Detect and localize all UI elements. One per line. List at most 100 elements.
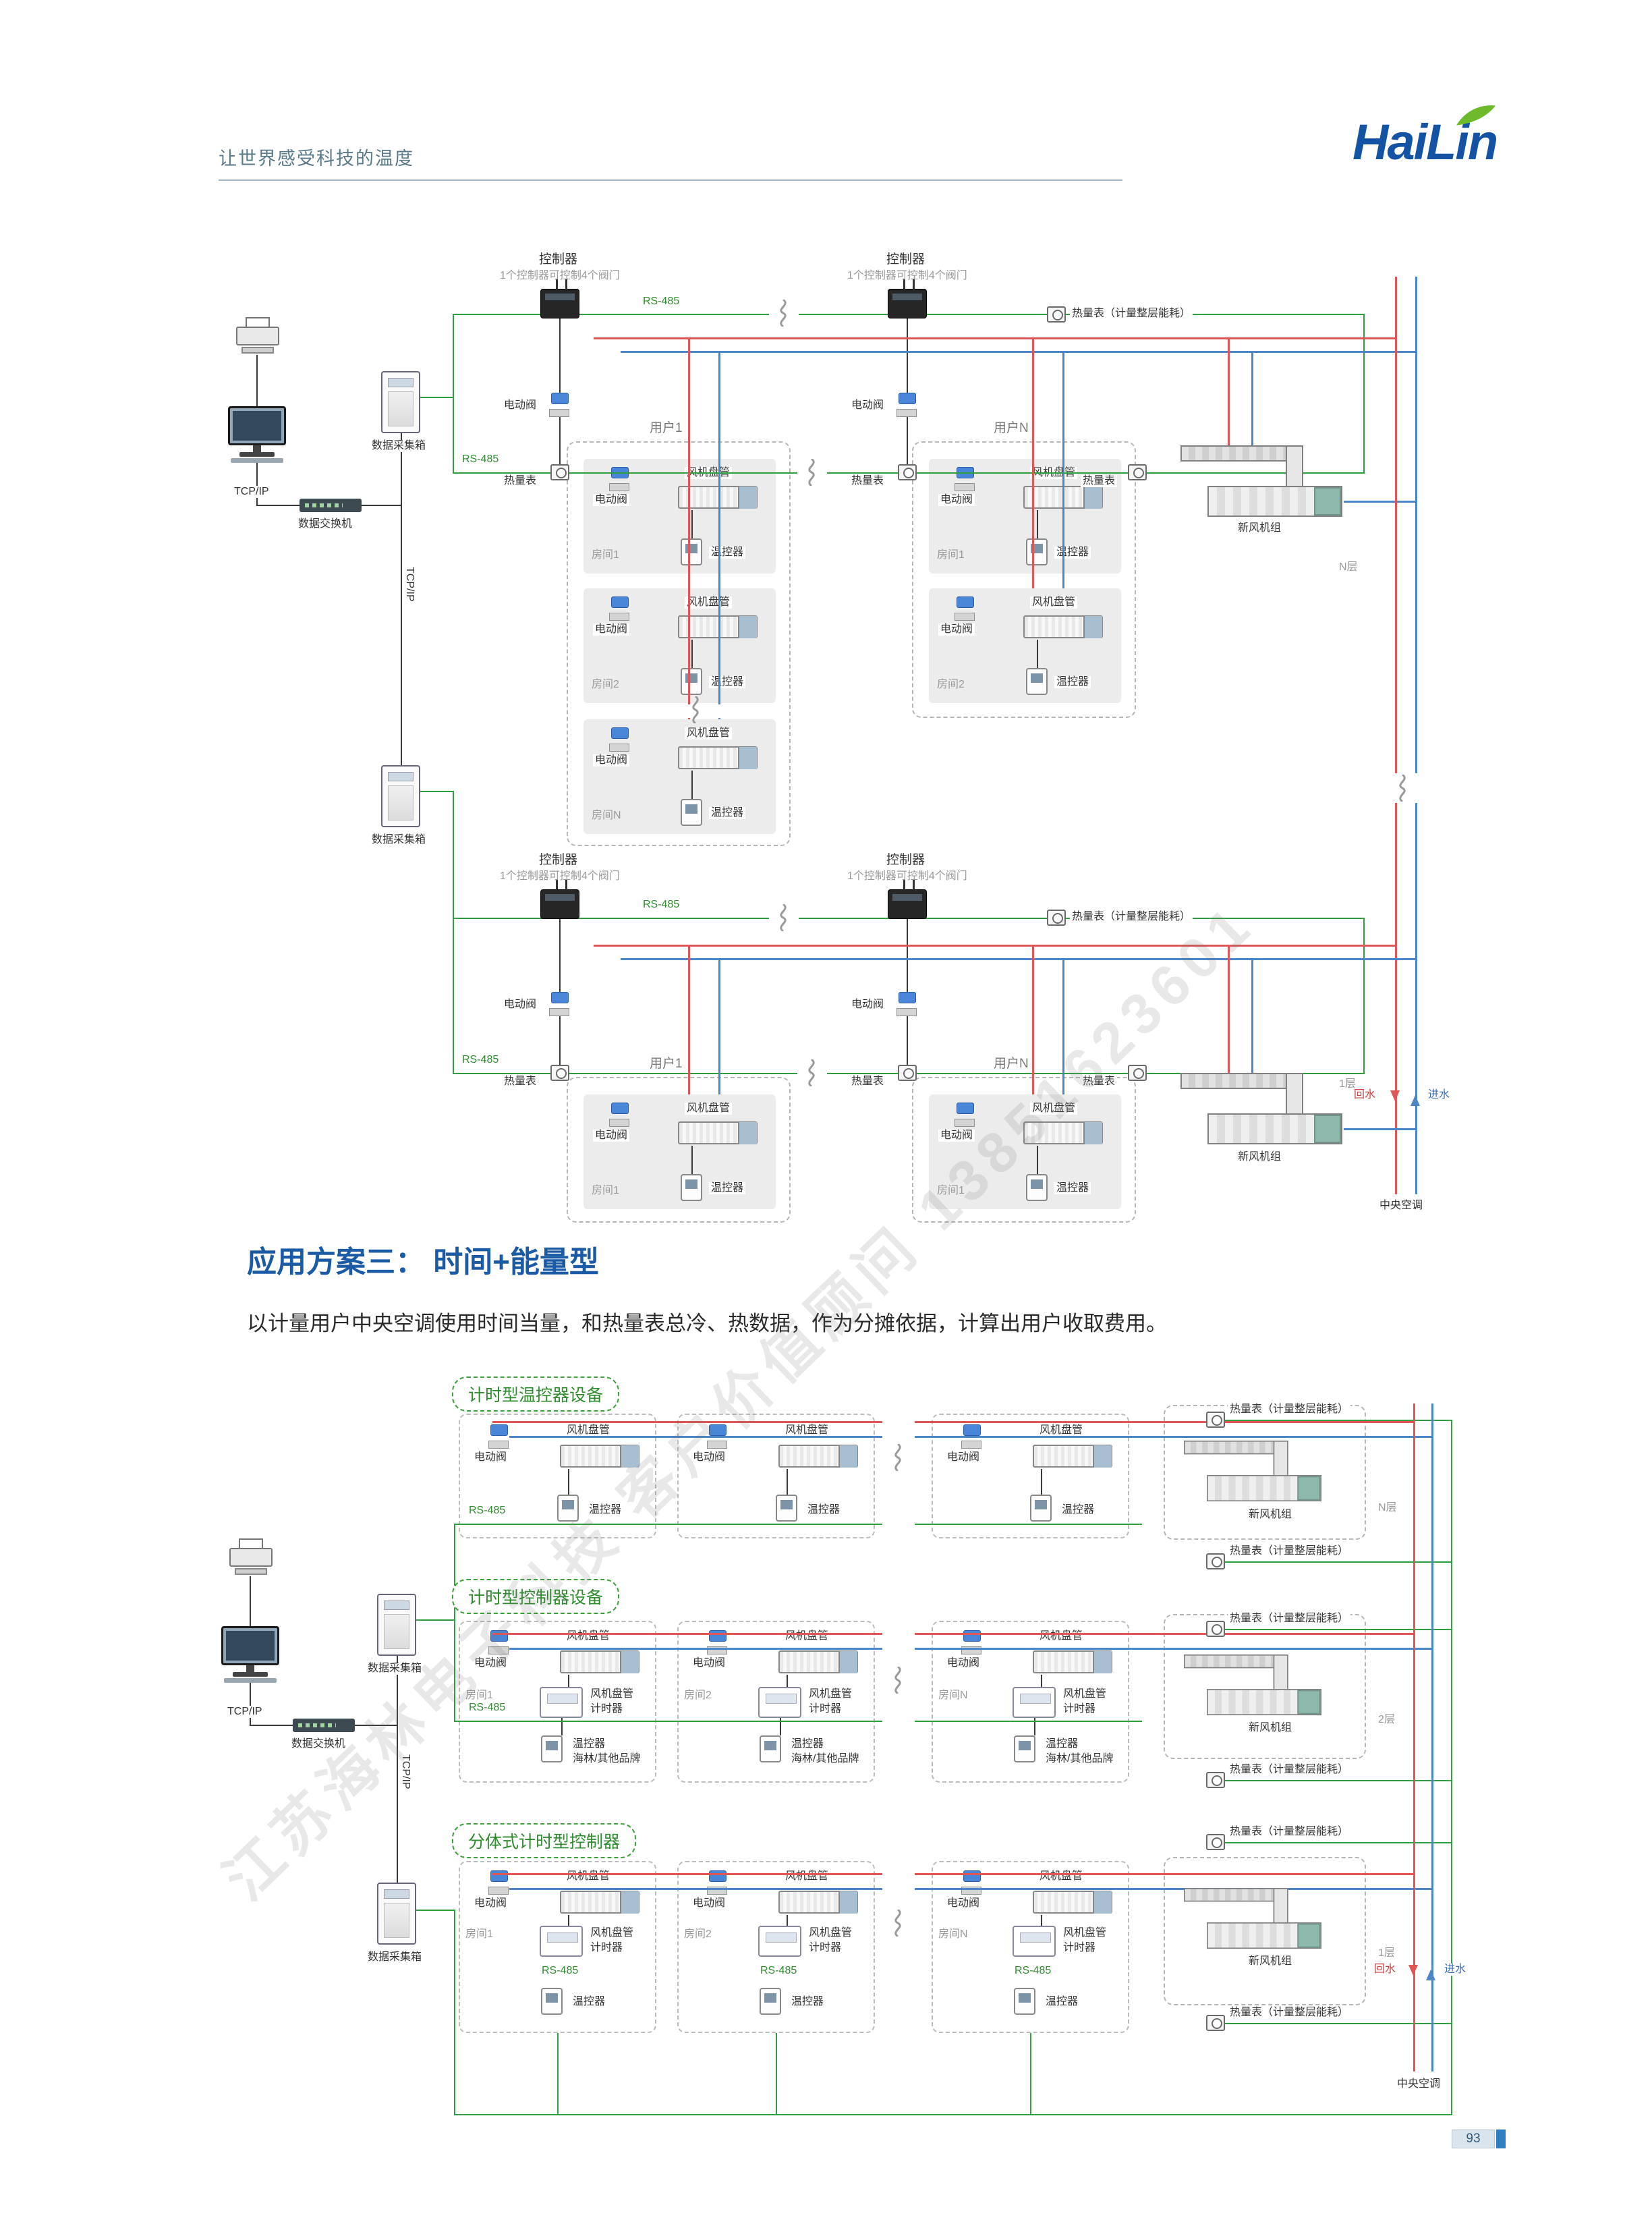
supply-pipe: [621, 351, 1417, 353]
return-water-label: 回水: [1352, 1089, 1378, 1102]
wire: [691, 1146, 693, 1174]
wire: [1034, 1718, 1035, 1735]
electric-valve-icon: [609, 1103, 629, 1127]
rs485-label: RS-485: [758, 1965, 799, 1978]
wire: [907, 919, 908, 993]
valve-label: 电动阀: [945, 1657, 982, 1670]
controller-label: 控制器: [539, 853, 578, 867]
thermostat-label: 温控器: [709, 1182, 746, 1195]
floor-heat-meter-icon: [1206, 2015, 1225, 2031]
thermostat-label: 温控器: [805, 1504, 843, 1517]
fan-coil-icon: [1023, 1121, 1103, 1144]
logo-leaf-icon: [1456, 105, 1496, 126]
wire: [250, 1576, 251, 1626]
thermostat-label: 温控器: [789, 1996, 826, 2009]
fan-coil-icon: [1023, 615, 1103, 638]
floor-heat-meter-label: 热量表（计量整层能耗）: [1228, 1403, 1351, 1416]
valve-label: 电动阀: [472, 1897, 509, 1910]
data-switch-label: 数据交换机: [298, 518, 353, 530]
thermostat-icon: [760, 1988, 781, 2015]
fan-coil-label: 风机盘管: [783, 1630, 831, 1643]
floor-label: 2层: [1376, 1714, 1397, 1727]
heat-meter-label: 热量表: [1081, 475, 1118, 488]
fan-coil-label: 风机盘管: [1061, 1927, 1109, 1940]
wire: [907, 417, 908, 466]
flow-down-arrow-icon: [1408, 1965, 1418, 1980]
wire: [691, 510, 693, 538]
scheme1-tag: 计时型温控器设备: [452, 1376, 620, 1412]
fan-coil-timer-icon: [1013, 1926, 1056, 1957]
electric-valve-icon: [955, 1103, 975, 1127]
data-collector-icon: [381, 765, 420, 827]
controller-icon: [888, 879, 927, 919]
break-squiggle-icon: [780, 904, 787, 931]
electric-valve-icon: [707, 1424, 727, 1449]
floor-label: N层: [1376, 1502, 1399, 1515]
room-box: 电动阀 风机盘管 房间2 风机盘管 计时器 温控器 海林/其他品牌: [677, 1621, 875, 1783]
controller-icon: [888, 279, 927, 318]
section-title: 应用方案三： 时间+能量型: [247, 1246, 599, 1279]
controller-note: 1个控制器可控制4个阀门: [500, 270, 620, 281]
room-box: 电动阀 风机盘管 温控器 房间N: [583, 719, 776, 834]
electric-valve-icon: [609, 596, 629, 621]
thermostat-icon: [681, 799, 702, 826]
data-switch-label: 数据交换机: [291, 1738, 346, 1750]
valve-label: 电动阀: [593, 494, 630, 507]
valve-label: 电动阀: [849, 999, 886, 1011]
wire: [362, 505, 401, 506]
fan-coil-label: 风机盘管: [807, 1927, 855, 1940]
fan-coil-label: 风机盘管: [1037, 1870, 1085, 1883]
wire: [907, 318, 908, 394]
supply-pipe: [1251, 958, 1253, 1073]
fan-coil-timer-icon: [540, 1687, 583, 1718]
wire: [561, 1718, 563, 1735]
thermostat-label: 温控器: [571, 1738, 608, 1751]
wire: [568, 1675, 569, 1687]
thermostat-label: 温控器: [571, 1996, 608, 2009]
rs485-wire: [453, 314, 454, 474]
break-squiggle-icon: [808, 459, 815, 486]
rs485-label: RS-485: [460, 1054, 501, 1067]
data-collector-label: 数据采集箱: [366, 1951, 424, 1964]
break-squiggle-icon: [692, 696, 699, 723]
break-squiggle-icon: [780, 300, 787, 327]
fan-coil-timer-icon: [758, 1687, 801, 1718]
thermostat-label: 温控器: [1054, 676, 1091, 689]
wire: [355, 1725, 397, 1726]
fan-coil-icon: [560, 1891, 639, 1914]
room-label: 房间1: [937, 549, 965, 561]
rs485-label: RS-485: [467, 1505, 508, 1518]
floor-heat-meter-icon: [1206, 1553, 1225, 1569]
printer-icon: [229, 1538, 273, 1576]
room-box: 电动阀 风机盘管 房间1 风机盘管 计时器 RS-485 温控器: [459, 1861, 656, 2033]
break-squiggle-icon: [894, 1444, 901, 1471]
floor-heat-meter-icon: [1206, 1772, 1225, 1788]
rs485-label: RS-485: [641, 899, 682, 912]
line-break: [882, 1408, 915, 1540]
controller-note: 1个控制器可控制4个阀门: [500, 870, 620, 882]
data-collector-icon: [377, 1883, 416, 1945]
user-label: 用户1: [648, 421, 685, 436]
room-label: 房间2: [684, 1928, 712, 1940]
return-pipe: [594, 337, 1396, 339]
fan-coil-icon: [678, 746, 758, 769]
wire: [787, 1915, 788, 1926]
supply-riser-pipe: [1415, 277, 1417, 1194]
valve-label: 电动阀: [502, 999, 539, 1011]
wire: [568, 1915, 569, 1926]
supply-pipe: [1251, 351, 1253, 445]
controller-label: 控制器: [539, 252, 578, 267]
wire: [559, 1016, 561, 1065]
heat-meter-label: 热量表: [849, 475, 886, 488]
rs485-label: RS-485: [1013, 1965, 1054, 1978]
thermostat-brand-label: 海林/其他品牌: [571, 1753, 643, 1766]
rs485-wire: [557, 2033, 559, 2114]
line-break: [882, 1857, 915, 2029]
valve-label: 电动阀: [691, 1897, 728, 1910]
valve-label: 电动阀: [593, 623, 630, 636]
controller-icon: [540, 879, 579, 919]
controller-note: 1个控制器可控制4个阀门: [847, 270, 967, 281]
rs485-wire: [1224, 1420, 1451, 1421]
diagram-time-metering: TCP/IP 数据交换机 数据采集箱 数据采集箱 TCP/IP RS-485 R…: [202, 1376, 1471, 2132]
user-label: 用户N: [992, 421, 1031, 436]
